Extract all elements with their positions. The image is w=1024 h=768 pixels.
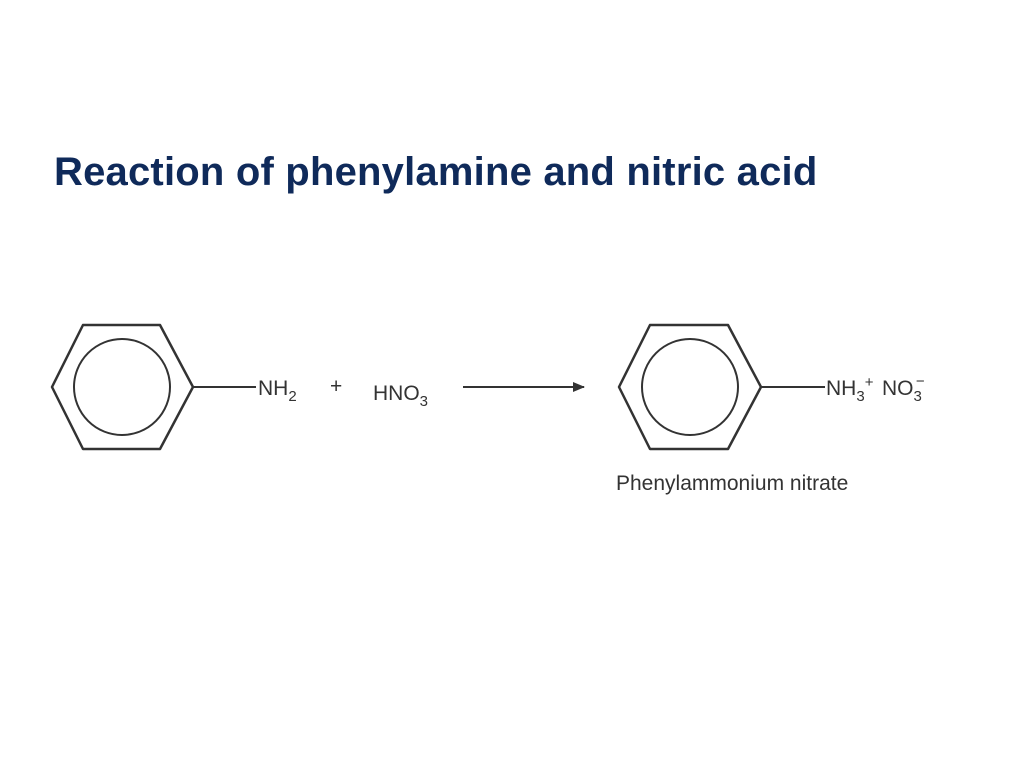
product-nitrate-group: NO3−: [882, 373, 925, 405]
product-ammonium-group: NH3+: [826, 374, 874, 405]
nitric-acid-formula: HNO3: [373, 382, 428, 410]
reactant-benzene-ring: [50, 323, 195, 451]
reactant-amine-group: NH2: [258, 377, 297, 405]
product-name-label: Phenylammonium nitrate: [616, 472, 848, 495]
product-benzene-ring: [617, 323, 763, 451]
plus-sign: +: [330, 375, 342, 398]
slide-title: Reaction of phenylamine and nitric acid: [54, 150, 818, 194]
